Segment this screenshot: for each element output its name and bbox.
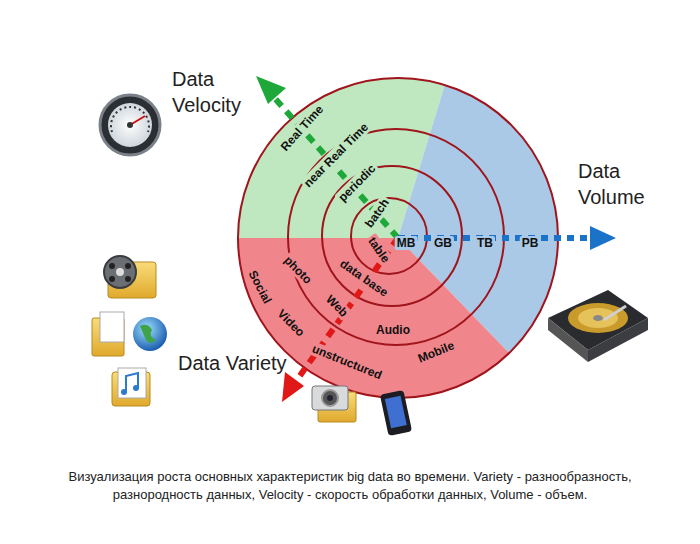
volume-level: PB	[520, 236, 541, 250]
volume-arrow	[398, 226, 616, 250]
growth-rings	[238, 78, 558, 398]
axis-title: Data Velocity	[172, 66, 282, 118]
volume-level: MB	[395, 236, 418, 250]
media-icons	[92, 256, 167, 406]
phone-icon	[380, 390, 412, 436]
axis-title: Data Volume	[578, 158, 688, 210]
speedometer-icon	[100, 95, 160, 155]
camera-icon	[312, 386, 356, 422]
hard-drive-icon	[548, 290, 648, 362]
velocity-arrow	[256, 76, 398, 238]
volume-level: GB	[432, 236, 454, 250]
variety-type: Audio	[374, 323, 412, 337]
figure-caption: Визуализация роста основных характеристи…	[35, 468, 665, 504]
volume-level: TB	[475, 236, 495, 250]
axis-title: Data Variety	[178, 350, 288, 376]
